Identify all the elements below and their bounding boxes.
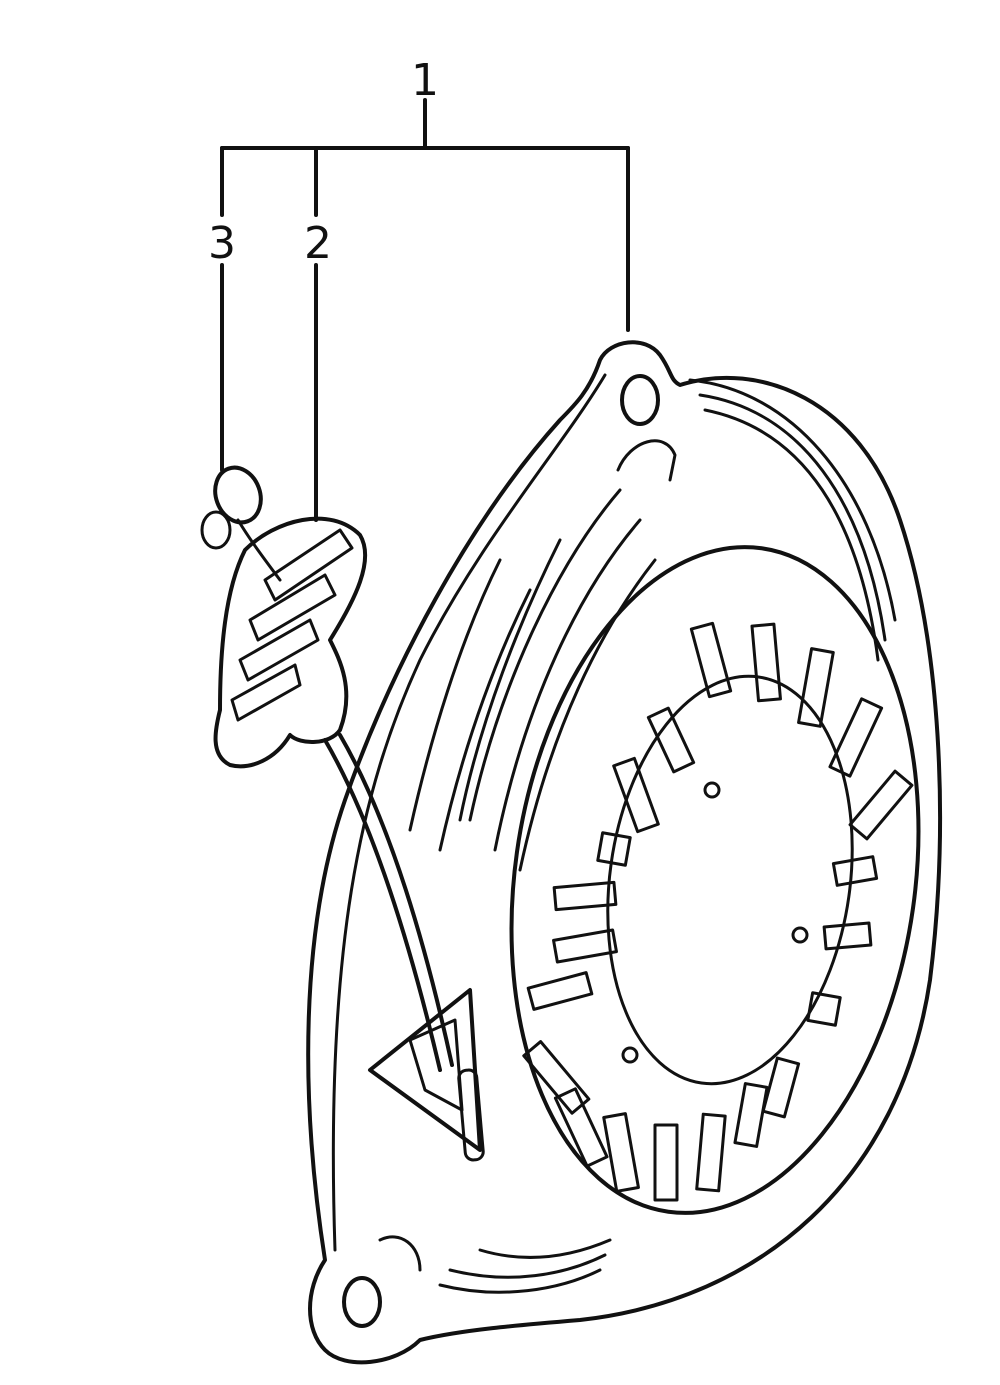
leader-lines bbox=[220, 98, 630, 522]
rope-knot bbox=[200, 465, 282, 582]
starter-rope bbox=[323, 733, 454, 1072]
rope-guide bbox=[368, 988, 485, 1162]
rim-fins bbox=[408, 488, 657, 872]
callout-1: 1 bbox=[411, 55, 439, 106]
top-mounting-hole bbox=[620, 374, 660, 426]
starter-grip bbox=[213, 516, 368, 769]
recoil-starter-housing bbox=[306, 340, 942, 1365]
vent-slots bbox=[522, 621, 914, 1202]
callout-1-label: 1 bbox=[411, 55, 439, 106]
callout-2: 2 bbox=[304, 218, 332, 269]
bottom-fins bbox=[438, 1238, 612, 1294]
callout-3-label: 3 bbox=[208, 218, 236, 269]
callout-2-label: 2 bbox=[304, 218, 332, 269]
callout-3: 3 bbox=[208, 218, 236, 269]
bottom-mounting-hole bbox=[342, 1276, 382, 1328]
